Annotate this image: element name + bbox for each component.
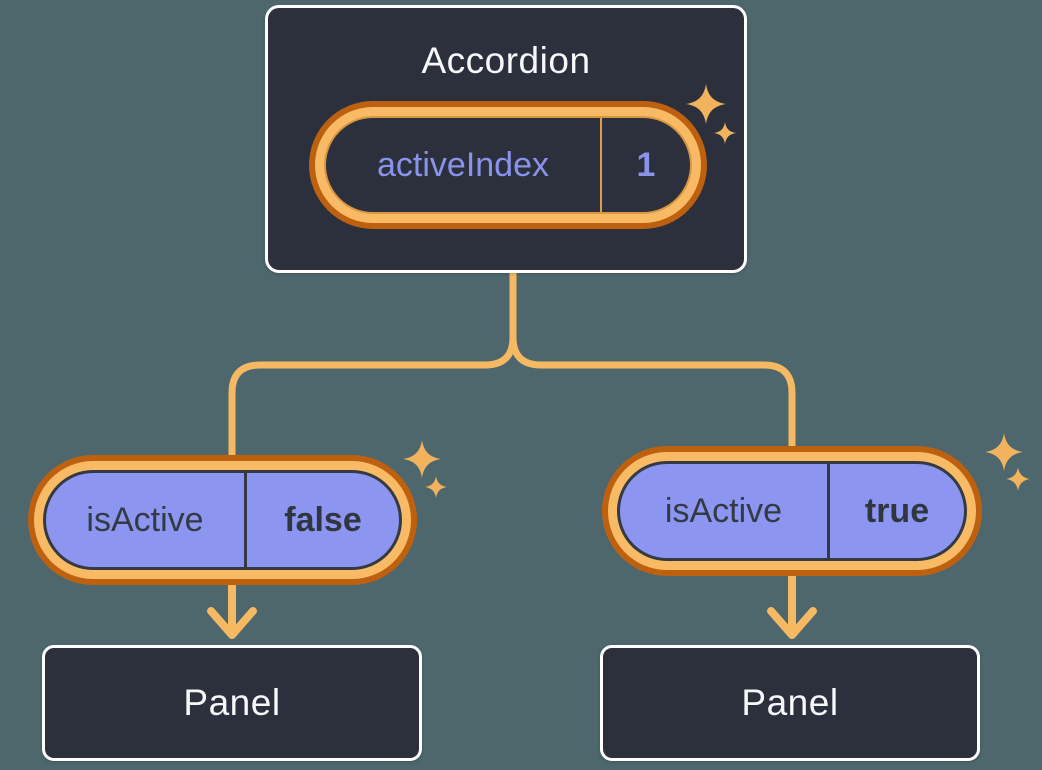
prop-name-right: isActive bbox=[620, 464, 830, 558]
prop-pill-left-core: isActive false bbox=[43, 470, 402, 570]
prop-pill-right-core: isActive true bbox=[617, 461, 967, 561]
panel-node-right: Panel bbox=[600, 645, 980, 761]
accordion-title: Accordion bbox=[421, 40, 591, 81]
prop-name-left: isActive bbox=[46, 473, 247, 567]
arrow-down-icon-left bbox=[207, 580, 257, 639]
connector-root-to-right-child bbox=[509, 272, 796, 448]
prop-pill-right: isActive true bbox=[602, 446, 982, 576]
sparkle-icon bbox=[403, 440, 441, 478]
arrow-down-icon-right bbox=[767, 571, 817, 639]
state-name: activeIndex bbox=[326, 118, 602, 212]
state-pill-ring: activeIndex 1 bbox=[315, 107, 701, 223]
panel-node-left: Panel bbox=[42, 645, 422, 761]
sparkle-icon bbox=[985, 433, 1023, 471]
prop-value-right: true bbox=[864, 491, 930, 530]
panel-label-left: Panel bbox=[183, 682, 281, 723]
prop-pill-right-ring: isActive true bbox=[608, 452, 976, 570]
sparkle-icon bbox=[425, 476, 447, 498]
connector-root-to-left-child bbox=[228, 272, 517, 457]
state-value: 1 bbox=[636, 145, 656, 184]
prop-pill-left-ring: isActive false bbox=[34, 461, 411, 579]
prop-value-left: false bbox=[284, 500, 362, 539]
prop-pill-left: isActive false bbox=[28, 455, 417, 585]
state-pill-activeindex: activeIndex 1 bbox=[309, 101, 707, 229]
state-pill-core: activeIndex 1 bbox=[324, 116, 692, 214]
sparkle-icon bbox=[1006, 467, 1030, 491]
panel-label-right: Panel bbox=[741, 682, 839, 723]
